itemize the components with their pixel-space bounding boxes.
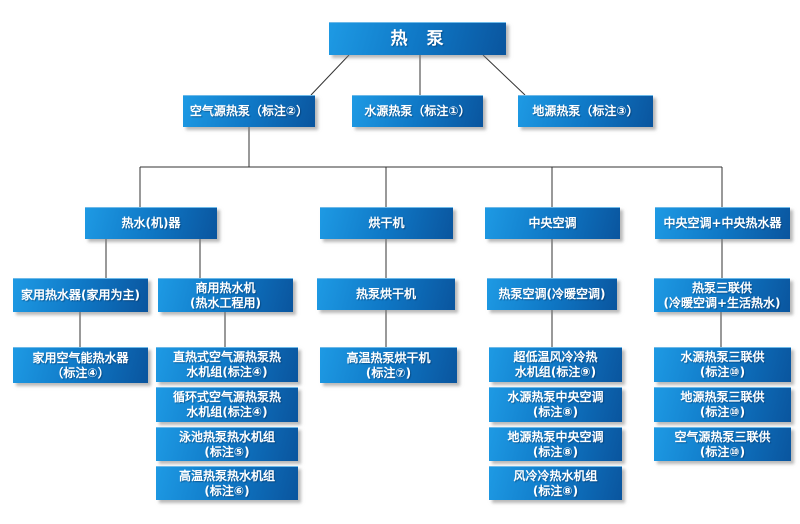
node-heat-pump-dryer: 热泵烘干机 [317, 278, 455, 310]
node-air-cooled-unit: 风冷冷热水机组 (标注⑧) [489, 466, 622, 500]
node-triple-supply: 热泵三联供 (冷暖空调+生活热水) [654, 278, 790, 312]
node-water-source-heat-pump: 水源热泵（标注①） [352, 95, 483, 127]
node-high-temp-dryer: 高温热泵烘干机 (标注⑦) [320, 347, 457, 383]
node-heat-pump-root: 热 泵 [329, 22, 506, 55]
node-commercial-water-heater: 商用热水机 (热水工程用) [158, 278, 293, 312]
node-water-heater-category: 热水(机)器 [85, 207, 217, 239]
node-ac-plus-water-heater-category: 中央空调+中央热水器 [655, 207, 790, 239]
node-heat-pump-ac: 热泵空调(冷暖空调) [487, 278, 617, 310]
node-air-source-triple-supply: 空气源热泵三联供 (标注⑩) [654, 427, 791, 461]
connector-line [482, 54, 526, 96]
node-dryer-category: 烘干机 [320, 207, 453, 239]
node-direct-heat-unit: 直热式空气源热泵热 水机组(标注④) [156, 347, 298, 382]
node-water-source-central-ac: 水源热泵中央空调 (标注⑧) [489, 387, 622, 422]
node-central-ac-category: 中央空调 [485, 207, 620, 239]
node-pool-heat-pump-unit: 泳池热泵热水机组 (标注⑤) [156, 427, 298, 461]
node-high-temp-water-unit: 高温热泵热水机组 (标注⑥) [156, 466, 298, 500]
node-circulating-unit: 循环式空气源热泵热 水机组(标注④) [156, 387, 298, 422]
node-ultra-low-temp-unit: 超低温风冷冷热 水机组(标注⑨) [489, 347, 622, 382]
connector-line [310, 54, 350, 96]
node-ground-source-triple-supply: 地源热泵三联供 (标注⑩) [654, 387, 791, 422]
node-water-source-triple-supply: 水源热泵三联供 (标注⑩) [654, 347, 791, 382]
node-home-air-energy-water-heater: 家用空气能热水器 （标注④） [13, 347, 148, 383]
node-ground-source-heat-pump: 地源热泵（标注③） [518, 95, 653, 127]
node-air-source-heat-pump: 空气源热泵（标注②） [183, 95, 315, 127]
node-ground-source-central-ac: 地源热泵中央空调 (标注⑧) [489, 427, 622, 461]
node-home-water-heater: 家用热水器(家用为主) [13, 278, 148, 312]
